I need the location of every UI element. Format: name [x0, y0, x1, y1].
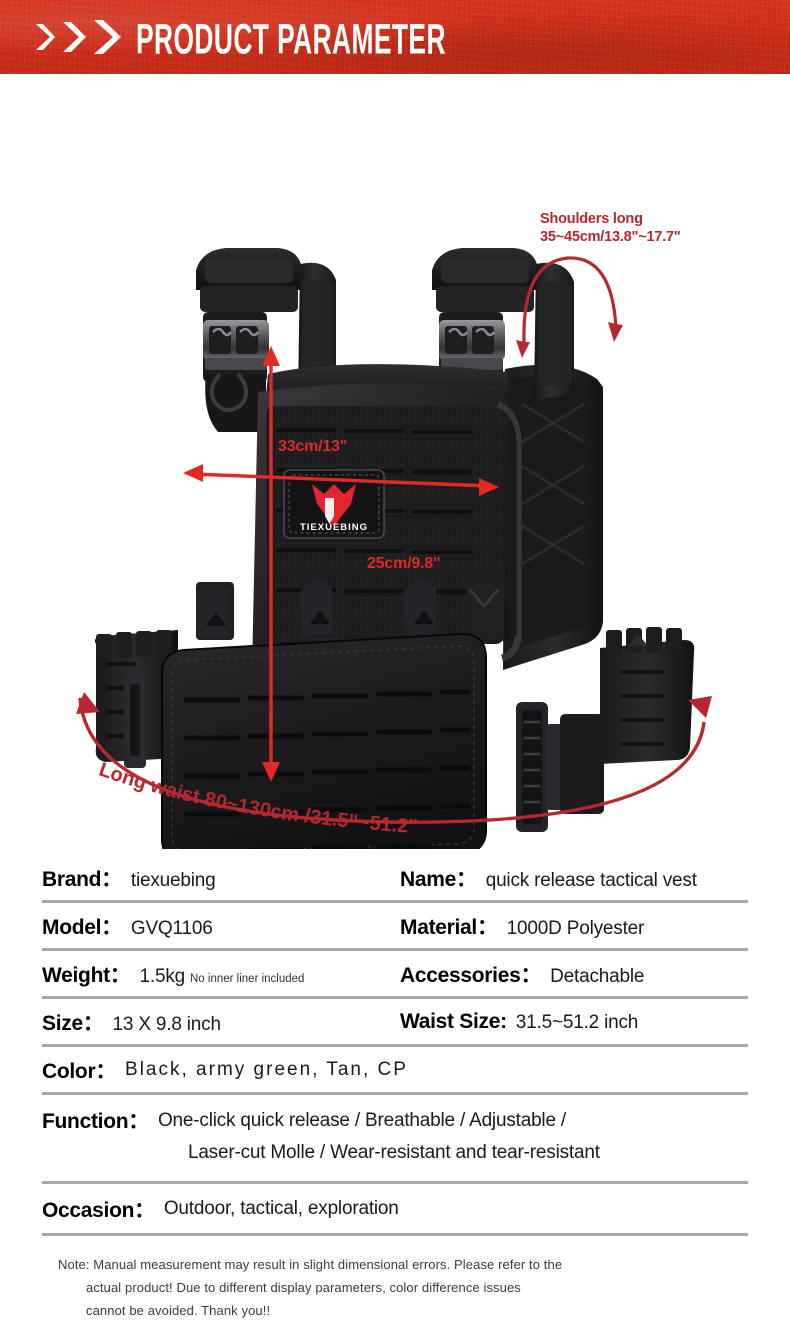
front-placard — [161, 581, 487, 849]
chevron-right-icon — [94, 20, 121, 54]
spec-cell-accessories: Accessories： Detachable — [400, 959, 748, 989]
spec-value-occasion: Outdoor, tactical, exploration — [163, 1197, 399, 1219]
chevron-right-icon — [36, 24, 55, 50]
spec-value-size: 13 X 9.8 inch — [112, 1013, 222, 1035]
spec-value-name: quick release tactical vest — [485, 869, 697, 891]
spec-value-brand: tiexuebing — [130, 869, 216, 891]
table-row: Size： 13 X 9.8 inch Waist Size: 31.5~51.… — [42, 999, 748, 1047]
arrowhead-width-right — [479, 478, 499, 496]
annotation-height-label: 33cm/13" — [278, 438, 348, 455]
spec-key-waist-size: Waist Size: — [400, 1009, 507, 1033]
quick-release-buckle-right — [439, 320, 505, 370]
spec-key-occasion: Occasion： — [42, 1198, 155, 1222]
cummerbund-right — [516, 627, 695, 832]
d-ring-left — [209, 372, 249, 412]
arrowhead-height-bottom — [262, 762, 280, 782]
spec-key-size: Size： — [42, 1011, 104, 1035]
spec-key-material: Material： — [400, 915, 498, 939]
spec-key-brand: Brand： — [42, 867, 122, 891]
spec-cell-waist-size: Waist Size: 31.5~51.2 inch — [400, 1010, 748, 1034]
annotation-shoulders-label: Shoulders long 35~45cm/13.8"~17.7" — [540, 210, 681, 246]
spec-value-weight-note: No inner liner included — [190, 972, 305, 985]
spec-value-model: GVQ1106 — [130, 917, 213, 939]
arrowhead-height-top — [262, 346, 280, 366]
annotation-width-label: 25cm/9.8" — [367, 555, 441, 572]
arrowhead-shoulders-left — [516, 340, 530, 358]
spec-cell-brand: Brand： tiexuebing — [42, 863, 400, 893]
annotation-height-arrow — [262, 346, 280, 782]
logo-patch: TIEXUEBING — [283, 469, 385, 539]
table-row-color: Color： Black, army green, Tan, CP — [42, 1047, 748, 1095]
placard-body — [161, 632, 487, 849]
vest-back-panel — [503, 364, 603, 670]
table-row-function: Function： One-click quick release / Brea… — [42, 1095, 748, 1184]
product-image-area: TIEXUEBING — [0, 74, 790, 849]
table-row: Brand： tiexuebing Name： quick release ta… — [42, 855, 748, 903]
arrowhead-width-left — [183, 464, 203, 482]
page-title: PRODUCT PARAMETER — [136, 13, 446, 63]
spec-key-name: Name： — [400, 867, 477, 891]
annotation-shoulders-title: Shoulders long — [540, 211, 643, 227]
spec-value-accessories: Detachable — [550, 965, 645, 987]
annotation-shoulders-value: 35~45cm/13.8"~17.7" — [540, 229, 681, 245]
note-line-1: Note: Manual measurement may result in s… — [58, 1257, 563, 1272]
note-line-3: cannot be avoided. Thank you!! — [86, 1303, 271, 1318]
chevron-group — [34, 18, 122, 56]
arrowhead-waist-right — [688, 696, 712, 718]
spec-cell-model: Model： GVQ1106 — [42, 911, 400, 941]
table-row: Weight： 1.5kg No inner liner included Ac… — [42, 951, 748, 999]
annotation-shoulders-arrow — [522, 256, 618, 343]
annotation-waist-arc — [78, 697, 706, 824]
quick-release-buckle-center — [516, 702, 564, 832]
spec-cell-weight: Weight： 1.5kg No inner liner included — [42, 959, 400, 989]
spec-value-function-line2: Laser-cut Molle / Wear-resistant and tea… — [187, 1142, 600, 1163]
spec-key-model: Model： — [42, 915, 122, 939]
chevron-right-icon — [63, 22, 86, 52]
header-banner: PRODUCT PARAMETER — [0, 0, 790, 74]
spec-value-function-line1: One-click quick release / Breathable / A… — [157, 1110, 566, 1131]
spec-value-weight: 1.5kg — [139, 965, 186, 987]
spec-value-material: 1000D Polyester — [506, 917, 645, 939]
spec-cell-size: Size： 13 X 9.8 inch — [42, 1007, 400, 1037]
svg-text:TIEXUEBING: TIEXUEBING — [300, 522, 368, 533]
spec-key-weight: Weight： — [42, 963, 131, 987]
spec-cell-material: Material： 1000D Polyester — [400, 911, 748, 941]
spec-key-color: Color： — [42, 1059, 117, 1083]
arrowhead-waist-left — [76, 692, 100, 714]
table-row-occasion: Occasion： Outdoor, tactical, exploration — [42, 1184, 748, 1236]
banner-content: PRODUCT PARAMETER — [34, 0, 523, 74]
spec-key-accessories: Accessories： — [400, 963, 542, 987]
spec-key-function: Function： — [42, 1110, 149, 1133]
quick-release-buckle-left — [203, 320, 269, 370]
tactical-vest-illustration: TIEXUEBING — [76, 248, 712, 849]
arrowhead-shoulders-right — [608, 322, 623, 342]
note-line-2: actual product! Due to different display… — [86, 1280, 521, 1295]
shoulder-strap-left — [196, 248, 336, 432]
table-row: Model： GVQ1106 Material： 1000D Polyester — [42, 903, 748, 951]
spec-cell-name: Name： quick release tactical vest — [400, 863, 748, 893]
spec-value-color: Black, army green, Tan, CP — [125, 1058, 408, 1080]
cummerbund-left — [94, 630, 178, 768]
spec-table: Brand： tiexuebing Name： quick release ta… — [42, 855, 748, 1236]
annotation-width-arrow — [183, 464, 499, 496]
disclaimer-note: Note: Manual measurement may result in s… — [58, 1253, 748, 1322]
spec-value-waist-size: 31.5~51.2 inch — [515, 1011, 639, 1033]
